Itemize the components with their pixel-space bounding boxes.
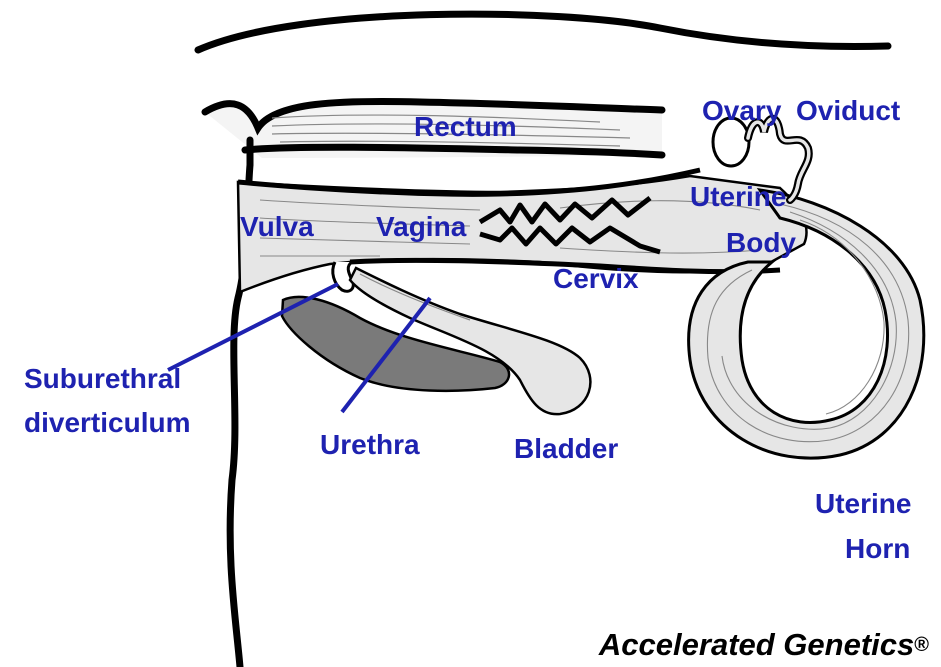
credit-logo: Accelerated Genetics® <box>599 627 929 663</box>
label-suburethral-2: diverticulum <box>24 406 190 439</box>
label-cervix: Cervix <box>553 262 639 295</box>
label-uterine-horn-1: Uterine <box>815 487 911 520</box>
label-uterine-body-2: Body <box>726 226 796 259</box>
label-uterine-horn-2: Horn <box>845 532 910 565</box>
spine-outline <box>198 14 888 50</box>
registered-mark: ® <box>914 634 929 656</box>
label-vagina: Vagina <box>376 210 466 243</box>
label-oviduct: Oviduct <box>796 94 900 127</box>
label-vulva: Vulva <box>240 210 314 243</box>
credit-text: Accelerated Genetics <box>599 627 914 662</box>
label-urethra: Urethra <box>320 428 420 461</box>
label-ovary: Ovary <box>702 94 781 127</box>
label-bladder: Bladder <box>514 432 618 465</box>
label-suburethral-1: Suburethral <box>24 362 181 395</box>
label-rectum: Rectum <box>414 110 517 143</box>
label-uterine-body-1: Uterine <box>690 180 786 213</box>
